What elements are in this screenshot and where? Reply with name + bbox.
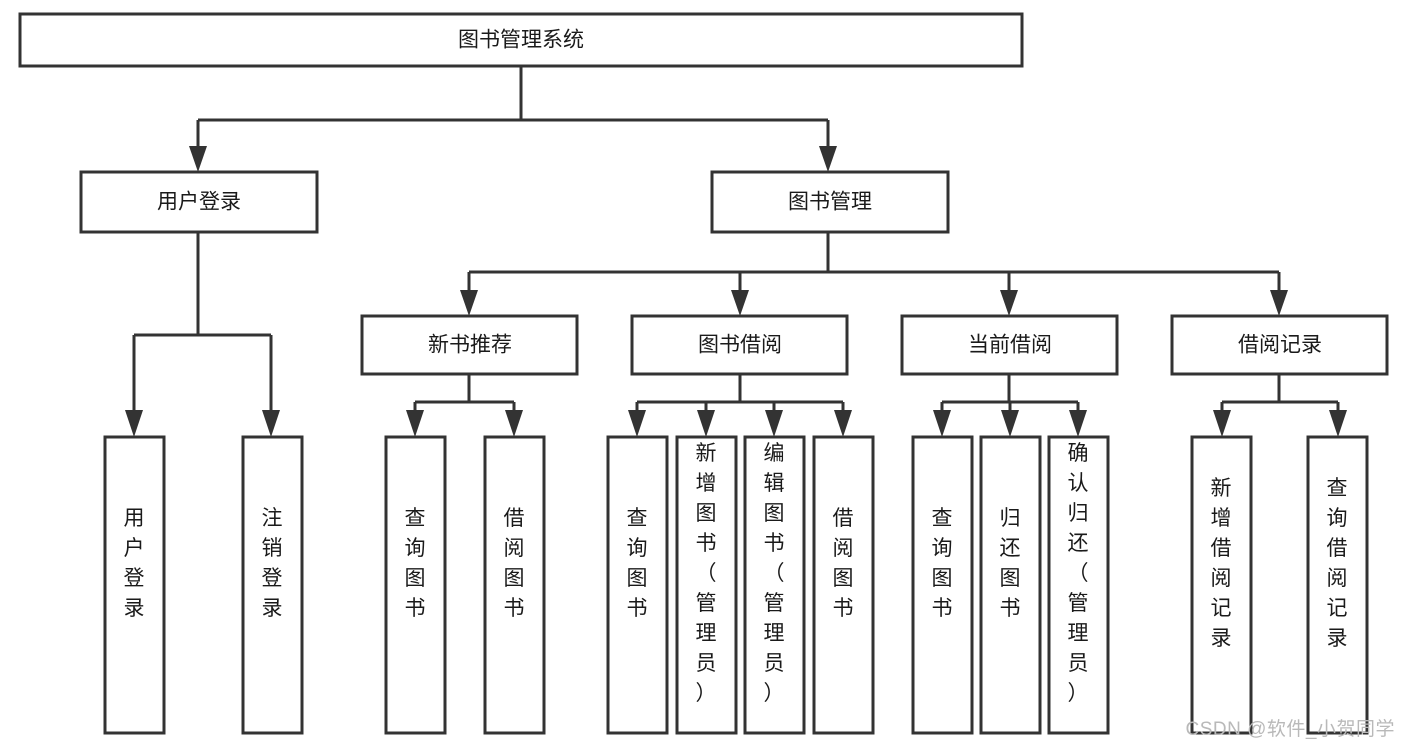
node-leaf-8[interactable]: 借阅图书: [812, 435, 875, 735]
arrowhead-leaf-7: [765, 410, 783, 437]
node-leaf-1-label: 用户登录: [124, 507, 145, 620]
node-book-manage[interactable]: 图书管理: [710, 170, 950, 234]
connectors-layer: [125, 66, 1347, 437]
arrowhead-book-manage: [819, 146, 837, 172]
node-leaf-13-box[interactable]: [1306, 435, 1369, 735]
node-user-login-box[interactable]: [79, 170, 319, 234]
node-borrow-record[interactable]: 借阅记录: [1170, 314, 1389, 376]
node-leaf-6-label: 新增图书（管理员）: [696, 442, 717, 705]
arrowhead-borrow-record: [1270, 290, 1288, 316]
node-leaf-12-label: 新增借阅记录: [1211, 477, 1232, 650]
node-leaf-2-label: 注销登录: [262, 507, 283, 620]
node-current-borrow-box[interactable]: [900, 314, 1119, 376]
node-book-manage-label: 图书管理: [788, 191, 872, 214]
node-leaf-5-box[interactable]: [606, 435, 669, 735]
node-leaf-13[interactable]: 查询借阅记录: [1306, 435, 1369, 735]
node-leaf-2[interactable]: 注销登录: [241, 435, 304, 735]
arrowhead-leaf-4: [505, 410, 523, 437]
node-leaf-3[interactable]: 查询图书: [384, 435, 447, 735]
node-root-box[interactable]: [18, 12, 1024, 68]
node-book-borrow[interactable]: 图书借阅: [630, 314, 849, 376]
node-user-login-label: 用户登录: [157, 191, 241, 214]
node-new-book-rec-box[interactable]: [360, 314, 579, 376]
node-leaf-3-label: 查询图书: [405, 507, 426, 620]
node-new-book-rec-label: 新书推荐: [428, 334, 512, 357]
node-book-borrow-box[interactable]: [630, 314, 849, 376]
node-leaf-1-box[interactable]: [103, 435, 166, 735]
node-root[interactable]: 图书管理系统: [18, 12, 1024, 68]
node-leaf-13-label: 查询借阅记录: [1327, 477, 1348, 650]
node-leaf-6-box[interactable]: [675, 435, 738, 735]
node-leaf-10-box[interactable]: [979, 435, 1042, 735]
node-leaf-11[interactable]: 确认归还（管理员）: [1047, 435, 1110, 735]
node-leaf-11-label: 确认归还（管理员）: [1068, 442, 1089, 705]
arrowhead-leaf-9: [933, 410, 951, 437]
arrowhead-leaf-3: [406, 410, 424, 437]
arrowhead-book-borrow: [731, 290, 749, 316]
arrowhead-leaf-2: [262, 410, 280, 437]
node-leaf-4-box[interactable]: [483, 435, 546, 735]
node-leaf-2-box[interactable]: [241, 435, 304, 735]
node-borrow-record-box[interactable]: [1170, 314, 1389, 376]
arrowhead-leaf-6: [697, 410, 715, 437]
node-leaf-7[interactable]: 编辑图书（管理员）: [743, 435, 806, 735]
node-leaf-5[interactable]: 查询图书: [606, 435, 669, 735]
arrowhead-leaf-10: [1001, 410, 1019, 437]
node-leaf-12-box[interactable]: [1190, 435, 1253, 735]
node-current-borrow-label: 当前借阅: [968, 334, 1052, 357]
arrowhead-leaf-8: [834, 410, 852, 437]
node-leaf-10[interactable]: 归还图书: [979, 435, 1042, 735]
node-leaf-9-box[interactable]: [911, 435, 974, 735]
node-leaf-3-box[interactable]: [384, 435, 447, 735]
node-leaf-4-label: 借阅图书: [504, 507, 525, 620]
arrowhead-user-login: [189, 146, 207, 172]
node-leaf-7-label: 编辑图书（管理员）: [764, 442, 785, 705]
arrowhead-current-borrow: [1000, 290, 1018, 316]
node-leaf-11-box[interactable]: [1047, 435, 1110, 735]
node-user-login[interactable]: 用户登录: [79, 170, 319, 234]
node-leaf-9-label: 查询图书: [932, 507, 953, 620]
arrowhead-new-book-rec: [460, 290, 478, 316]
arrowhead-leaf-11: [1069, 410, 1087, 437]
arrowhead-leaf-5: [628, 410, 646, 437]
node-leaf-8-box[interactable]: [812, 435, 875, 735]
node-leaf-12[interactable]: 新增借阅记录: [1190, 435, 1253, 735]
node-leaf-9[interactable]: 查询图书: [911, 435, 974, 735]
node-leaf-8-label: 借阅图书: [833, 507, 854, 620]
node-book-borrow-label: 图书借阅: [698, 334, 782, 357]
node-borrow-record-label: 借阅记录: [1238, 334, 1322, 357]
node-book-manage-box[interactable]: [710, 170, 950, 234]
node-leaf-7-box[interactable]: [743, 435, 806, 735]
node-leaf-10-label: 归还图书: [1000, 507, 1021, 620]
node-current-borrow[interactable]: 当前借阅: [900, 314, 1119, 376]
node-new-book-rec[interactable]: 新书推荐: [360, 314, 579, 376]
node-leaf-5-label: 查询图书: [627, 507, 648, 620]
arrowhead-leaf-12: [1213, 410, 1231, 437]
node-leaf-1[interactable]: 用户登录: [103, 435, 166, 735]
arrowhead-leaf-1: [125, 410, 143, 437]
node-leaf-4[interactable]: 借阅图书: [483, 435, 546, 735]
node-root-label: 图书管理系统: [458, 29, 584, 52]
arrowhead-leaf-13: [1329, 410, 1347, 437]
node-leaf-6[interactable]: 新增图书（管理员）: [675, 435, 738, 735]
